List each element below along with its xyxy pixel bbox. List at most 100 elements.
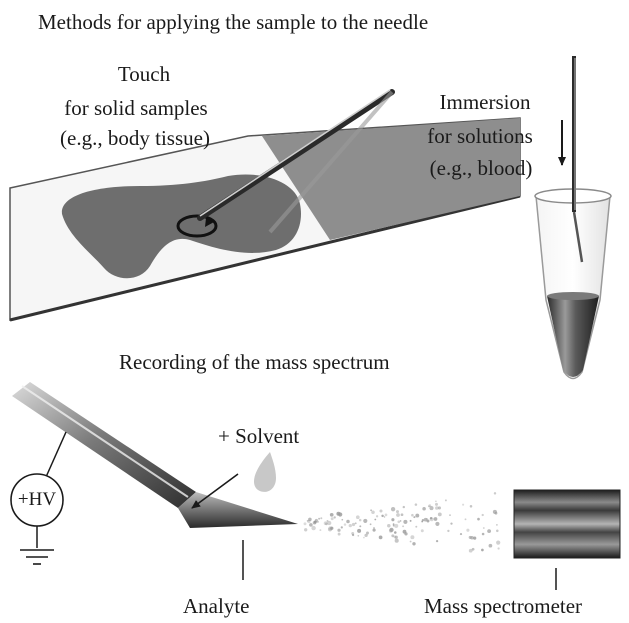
spray-droplet (470, 535, 474, 540)
spray-droplet (422, 506, 426, 511)
spray-droplet (389, 527, 394, 533)
spray-droplet (437, 512, 442, 517)
spray-droplet (394, 538, 399, 543)
immersion-needle (572, 56, 584, 263)
spray-droplet (330, 526, 334, 530)
spray-droplet (482, 527, 485, 529)
recording-title: Recording of the mass spectrum (119, 350, 390, 374)
spray-droplet (435, 502, 438, 506)
spray-droplet (387, 523, 391, 528)
spray-droplet (402, 525, 405, 528)
spray-droplet (357, 534, 360, 537)
spray-droplet (366, 531, 369, 535)
touch-circle-arrow (176, 214, 218, 238)
spray-droplet (392, 523, 395, 526)
spray-droplet (421, 520, 424, 523)
spray-droplet (492, 509, 497, 514)
spray-droplet (496, 540, 501, 545)
spray-droplet (318, 517, 321, 520)
spray-droplet (357, 528, 362, 533)
spray-droplet (426, 519, 430, 523)
spray-droplet (426, 517, 428, 520)
spray-droplet (325, 522, 328, 526)
spray-droplet (450, 522, 453, 525)
spray-droplet (447, 529, 450, 533)
spray-droplet (337, 532, 341, 536)
spray-droplet (394, 535, 398, 539)
spray-droplet (487, 529, 492, 534)
solvent-label: + Solvent (218, 424, 300, 448)
touch-line1: for solid samples (64, 96, 208, 120)
spray-droplet (355, 515, 360, 520)
spray-droplet (306, 519, 309, 522)
spray-droplet (341, 518, 344, 521)
spray-droplet (323, 521, 328, 526)
spray-droplet (496, 524, 498, 526)
spray-droplet (400, 513, 404, 517)
immersion-line2: (e.g., blood) (429, 156, 533, 180)
spray-droplet (471, 547, 475, 551)
spray-droplet (369, 523, 372, 526)
spray-droplet (493, 492, 497, 495)
spray-droplet (304, 528, 308, 532)
spray-droplet (411, 513, 414, 517)
spray-droplet (379, 509, 383, 513)
spray-droplet (383, 516, 386, 518)
spray-droplet (311, 525, 316, 531)
spray-droplet (333, 516, 336, 519)
spray-droplet (468, 548, 473, 553)
frosted-end (262, 118, 520, 240)
spray-droplet (394, 523, 399, 528)
spray-droplet (390, 507, 396, 512)
spray-droplet (319, 529, 322, 532)
spray-droplet (481, 548, 484, 552)
spray-droplet (437, 506, 441, 510)
spray-droplet (373, 526, 375, 529)
spray-droplet (404, 532, 408, 536)
spray-droplet (435, 506, 439, 510)
spray-droplet (415, 513, 420, 518)
spray-droplet (427, 505, 430, 508)
touch-line2: (e.g., body tissue) (60, 126, 210, 150)
spray-droplet (364, 533, 368, 538)
spray-droplet (354, 522, 357, 525)
spray-droplet (351, 533, 355, 537)
spray-droplet (375, 515, 379, 518)
mass-spectrometer-inlet (513, 489, 621, 559)
spray-droplet (433, 517, 438, 521)
spray-droplet (412, 542, 416, 546)
spray-droplet (481, 513, 484, 517)
spray-droplet (429, 517, 434, 522)
spray-droplet (396, 513, 400, 517)
spray-droplet (429, 516, 433, 520)
spray-droplet (308, 517, 312, 522)
spray-droplet (372, 528, 376, 532)
analyte-label: Analyte (183, 594, 250, 618)
spray-droplet (477, 517, 480, 521)
spray-droplet (371, 510, 375, 515)
spray-plume (303, 492, 501, 553)
spray-droplet (374, 518, 377, 521)
spray-droplet (309, 523, 313, 527)
spray-droplet (459, 533, 463, 536)
spray-droplet (396, 510, 399, 514)
spray-droplet (414, 503, 418, 506)
spray-droplet (314, 518, 318, 522)
spray-droplet (481, 532, 485, 536)
spray-droplet (399, 520, 402, 522)
spray-needle (12, 382, 298, 528)
spray-droplet (392, 524, 395, 527)
sample-tube (534, 188, 612, 380)
spray-droplet (337, 528, 341, 532)
spray-droplet (394, 531, 397, 534)
spray-droplet (415, 525, 418, 528)
figure-title: Methods for applying the sample to the n… (38, 10, 429, 34)
spray-droplet (330, 517, 334, 521)
spray-droplet (340, 526, 343, 529)
spray-droplet (497, 547, 500, 550)
spray-droplet (381, 514, 384, 518)
spray-droplet (496, 529, 499, 533)
hv-label: +HV (17, 489, 57, 510)
spray-droplet (393, 535, 397, 539)
